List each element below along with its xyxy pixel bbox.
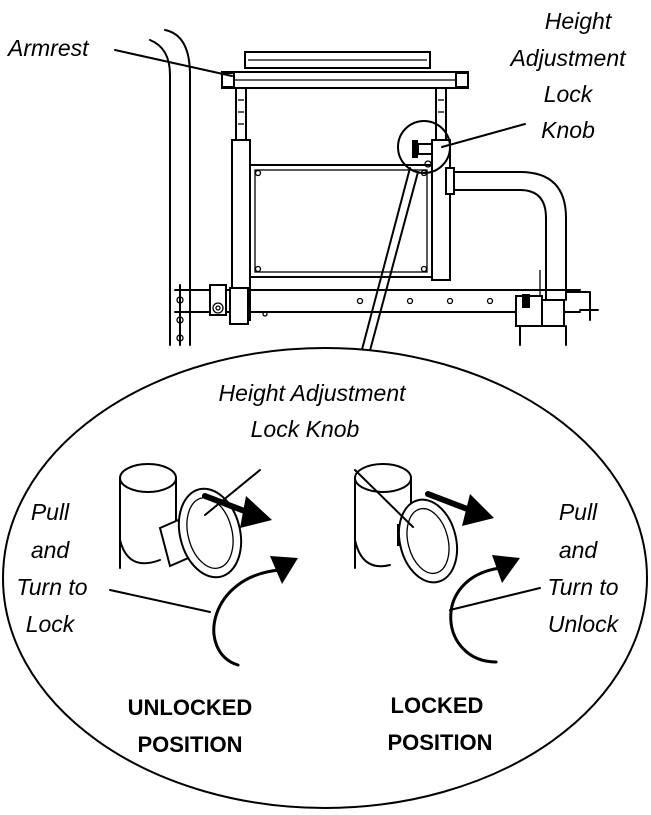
locked-position-label-line-1: LOCKED — [391, 693, 484, 718]
detail-knob-leader-right — [354, 469, 414, 528]
detail-ellipse — [2, 347, 648, 809]
unlocked-position-label-line-1: UNLOCKED — [128, 695, 253, 720]
pull-lock-label-line-2: and — [31, 537, 71, 563]
top-knob-label-line-4: Knob — [541, 117, 595, 143]
armrest-assembly-drawing — [149, 29, 599, 346]
locked-knob-drawing — [354, 463, 520, 664]
locked-position-label: LOCKED POSITION — [387, 693, 492, 755]
pull-unlock-leader — [449, 587, 541, 611]
detail-knob-label: Height Adjustment Lock Knob — [218, 380, 407, 442]
pull-lock-label-line-3: Turn to — [16, 574, 87, 600]
pull-unlock-label: Pull and Turn to Unlock — [547, 499, 619, 637]
detail-knob-label-line-2: Lock Knob — [251, 416, 360, 442]
pull-unlock-label-line-1: Pull — [559, 499, 598, 525]
pull-unlock-label-line-2: and — [559, 537, 599, 563]
top-knob-leader — [441, 123, 526, 148]
unlocked-position-label-line-2: POSITION — [137, 732, 242, 757]
pull-unlock-label-line-3: Turn to — [547, 574, 618, 600]
unlocked-knob-drawing — [119, 463, 298, 667]
locked-position-label-line-2: POSITION — [387, 730, 492, 755]
unlocked-position-label: UNLOCKED POSITION — [128, 695, 253, 757]
top-knob-label-line-2: Adjustment — [508, 45, 627, 71]
pull-unlock-label-line-4: Unlock — [548, 611, 620, 637]
top-knob-label-line-1: Height — [545, 8, 613, 34]
pull-lock-label-line-1: Pull — [31, 499, 70, 525]
pull-lock-label: Pull and Turn to Lock — [16, 499, 87, 637]
armrest-label: Armrest — [6, 35, 90, 61]
pull-lock-leader — [109, 589, 211, 613]
detail-knob-leader-left — [204, 469, 261, 516]
pull-lock-label-line-4: Lock — [26, 611, 76, 637]
top-knob-label-line-3: Lock — [544, 81, 594, 107]
armrest-leader — [114, 49, 233, 77]
detail-knob-label-line-1: Height Adjustment — [218, 380, 407, 406]
top-knob-label: Height Adjustment Lock Knob — [508, 8, 627, 143]
